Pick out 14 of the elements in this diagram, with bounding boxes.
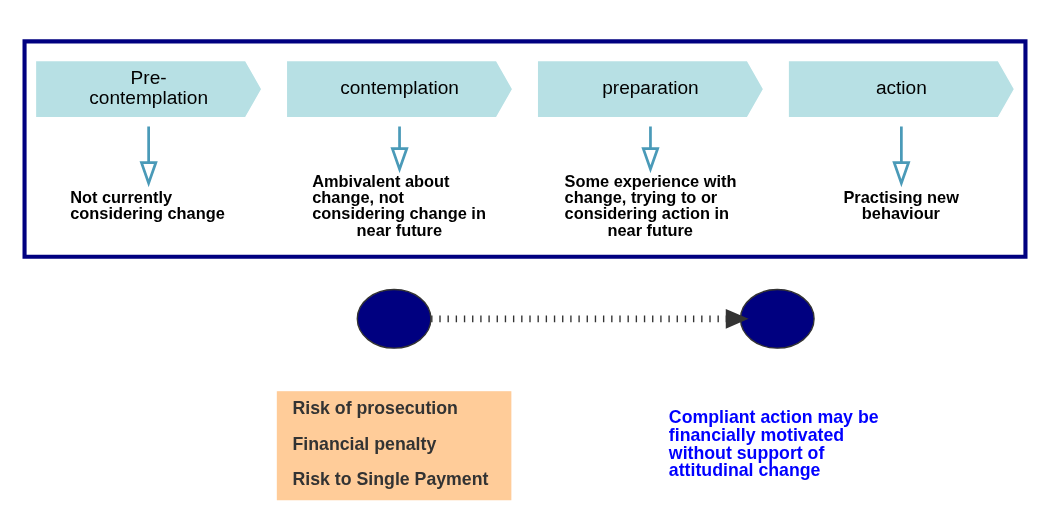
node-text: Not currently considering change bbox=[70, 187, 225, 222]
arrow bbox=[892, 126, 911, 187]
node-circle bbox=[739, 288, 815, 349]
arrow bbox=[641, 126, 660, 173]
node-text: Practising new behaviour bbox=[843, 187, 959, 222]
node-text: Some experience with change, trying to or considering action in near future bbox=[564, 171, 737, 239]
cluster bbox=[22, 38, 1028, 259]
arrow bbox=[431, 308, 749, 329]
node-text: Ambivalent about change, not considering change in near future bbox=[312, 171, 486, 239]
arrow bbox=[390, 126, 409, 173]
arrow bbox=[139, 126, 158, 187]
node-label: Compliant action may be financially motivated without support of attitudinal change bbox=[668, 406, 879, 480]
node-circle bbox=[356, 288, 432, 349]
node-box: Risk of prosecution Financial penalty Risk to Single Payment bbox=[276, 390, 512, 500]
